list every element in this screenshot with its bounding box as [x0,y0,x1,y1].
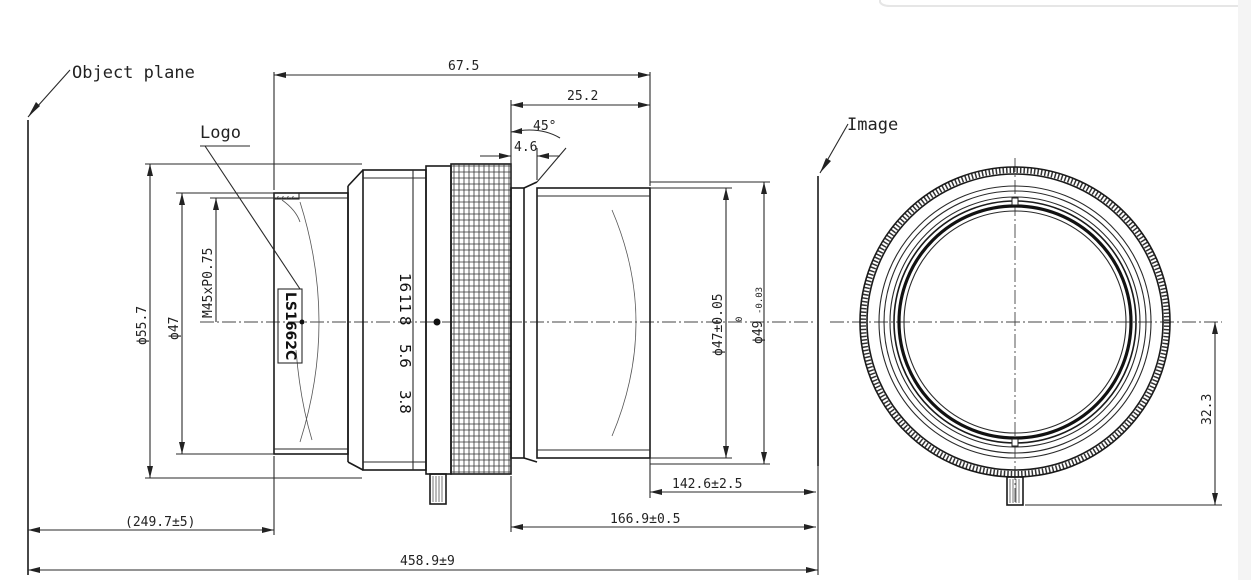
lens-side-view: 16 11 8 5.6 3.8 LS1662C Logo [200,123,815,505]
dim-4-6: 4.6 [514,140,537,155]
focus-lock-screw [429,473,447,505]
aperture-8: 8 [396,316,414,326]
image-plane-marker: Image [817,115,898,466]
dim-object-distance: (249.7±5) [125,515,195,530]
dim-outer-dia: ϕ55.7 [135,306,150,345]
front-lock-screw [1006,476,1024,506]
panel-corner [879,0,1251,7]
dim-image-height: 32.3 [1200,394,1215,425]
image-label: Image [847,115,898,135]
object-plane-label: Object plane [72,63,195,83]
dim-total-length: 458.9±9 [400,554,455,569]
dim-25-2: 25.2 [567,89,598,104]
logo-label: Logo [200,123,241,143]
dim-angle: 45° [533,119,556,134]
dim-rear-dia: ϕ47±0.05 [711,293,726,356]
dim-rear-dia2-tol-lower: -0.03 [755,287,765,314]
logo-box: LS1662C Logo [200,123,305,364]
dimensions: 67.5 25.2 45° 4.6 ϕ55.7 ϕ47 [28,59,819,575]
aperture-3.8: 3.8 [396,390,414,414]
dim-thread: M45xP0.75 [201,248,216,318]
aperture-scale: 16 11 8 5.6 3.8 [396,273,414,414]
aperture-11: 11 [396,294,414,313]
center-dot [433,318,441,326]
logo-text: LS1662C [282,292,298,360]
lens-front-view: 32.3 [830,158,1222,506]
aperture-5.6: 5.6 [396,344,414,368]
dim-image-distance: 166.9±0.5 [610,512,680,527]
dim-back-focus: 142.6±2.5 [672,477,742,492]
object-plane-marker: Object plane [27,63,195,575]
dim-rear-dia2-tol-upper: 0 [735,317,745,322]
dim-rear-dia2: ϕ49 [751,321,766,344]
dim-67-5: 67.5 [448,59,479,74]
aperture-16: 16 [396,273,414,292]
dim-inner-dia: ϕ47 [167,317,182,340]
